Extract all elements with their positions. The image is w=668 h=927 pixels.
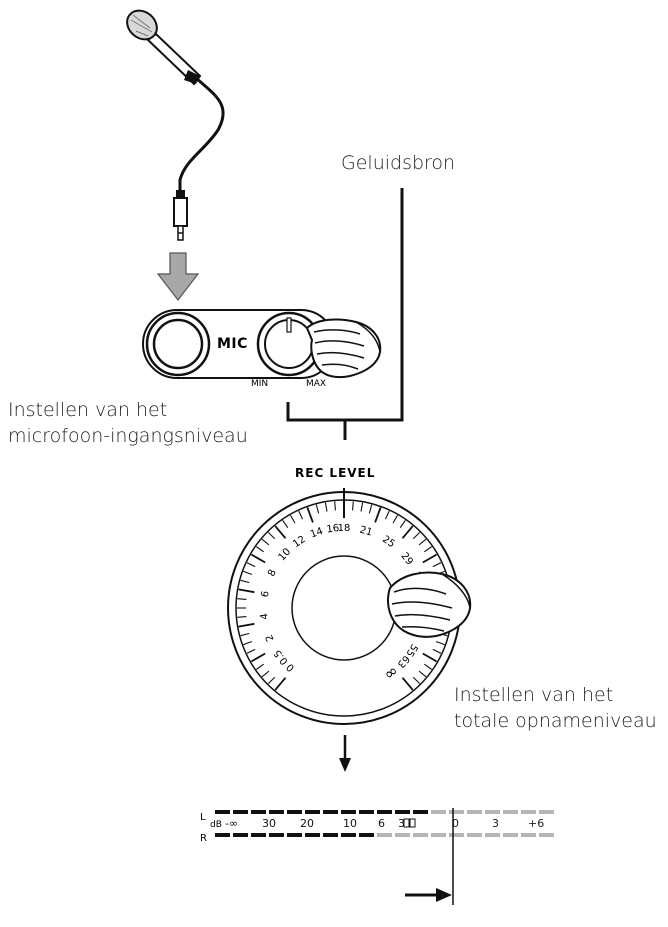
meter-segment-right: [305, 833, 320, 837]
meter-segment-left: [521, 810, 536, 814]
dial-scale-label: 18: [338, 523, 351, 534]
level-meter: dB-∞3020106303+6: [210, 808, 554, 905]
meter-unit-label: dB: [210, 820, 222, 830]
meter-scale-label: +6: [528, 817, 544, 830]
meter-scale-label: 20: [300, 817, 314, 830]
meter-segment-right: [467, 833, 482, 837]
meter-scale-label: 30: [262, 817, 276, 830]
mic-level-label-line1: Instellen van het: [8, 397, 167, 423]
meter-segment-left: [215, 810, 230, 814]
dial-tick: [335, 501, 336, 510]
mic-max-label: MAX: [306, 379, 326, 389]
meter-segment-left: [341, 810, 356, 814]
rec-level-label-line2: totale opnameniveau: [454, 708, 657, 734]
meter-segment-right: [539, 833, 554, 837]
hand-icon: [307, 320, 380, 378]
meter-scale-label: -∞: [225, 817, 238, 830]
meter-scale-label: 6: [378, 817, 385, 830]
meter-segment-right: [521, 833, 536, 837]
meter-segment-left: [233, 810, 248, 814]
meter-segment-right: [359, 833, 374, 837]
meter-segment-right: [395, 833, 410, 837]
meter-segment-right: [323, 833, 338, 837]
meter-segment-left: [287, 810, 302, 814]
meter-segment-right: [287, 833, 302, 837]
meter-segment-left: [323, 810, 338, 814]
meter-segment-left: [467, 810, 482, 814]
dial-tick: [353, 501, 354, 510]
meter-segment-right: [485, 833, 500, 837]
hand-icon: [388, 573, 470, 637]
rec-level-title: REC LEVEL: [295, 466, 375, 480]
meter-scale-label: 10: [343, 817, 357, 830]
rec-level-label-line1: Instellen van het: [454, 682, 613, 708]
dial-tick: [237, 617, 246, 618]
meter-segment-left: [485, 810, 500, 814]
meter-segment-left: [449, 810, 464, 814]
mic-jack-label: MIC: [217, 336, 248, 352]
arrow-down-icon: [339, 735, 351, 772]
meter-segment-left: [269, 810, 284, 814]
dial-tick: [237, 599, 246, 600]
meter-segment-left: [395, 810, 410, 814]
arrow-right-icon: [405, 888, 452, 902]
meter-segment-right: [377, 833, 392, 837]
meter-segment-right: [431, 833, 446, 837]
meter-segment-left: [431, 810, 446, 814]
meter-scale-label: 3: [492, 817, 499, 830]
meter-segment-left: [305, 810, 320, 814]
meter-segment-left: [503, 810, 518, 814]
sound-source-label: Geluidsbron: [341, 150, 455, 176]
meter-segment-right: [251, 833, 266, 837]
meter-segment-right: [449, 833, 464, 837]
meter-segment-right: [341, 833, 356, 837]
dial-scale-label: 4: [259, 613, 271, 620]
meter-channel-left: L: [200, 812, 206, 823]
meter-peak-indicator: [410, 819, 415, 827]
meter-channel-right: R: [200, 833, 207, 844]
meter-segment-left: [251, 810, 266, 814]
meter-segment-right: [503, 833, 518, 837]
meter-segment-left: [377, 810, 392, 814]
meter-segment-left: [359, 810, 374, 814]
mic-min-label: MIN: [251, 379, 268, 389]
meter-segment-right: [233, 833, 248, 837]
meter-segment-left: [413, 810, 428, 814]
meter-segment-right: [215, 833, 230, 837]
meter-segment-right: [413, 833, 428, 837]
meter-segment-left: [539, 810, 554, 814]
microphone-icon: [121, 5, 223, 240]
meter-segment-right: [269, 833, 284, 837]
mic-level-label-line2: microfoon-ingangsniveau: [8, 423, 248, 449]
arrow-down-icon: [158, 253, 198, 300]
